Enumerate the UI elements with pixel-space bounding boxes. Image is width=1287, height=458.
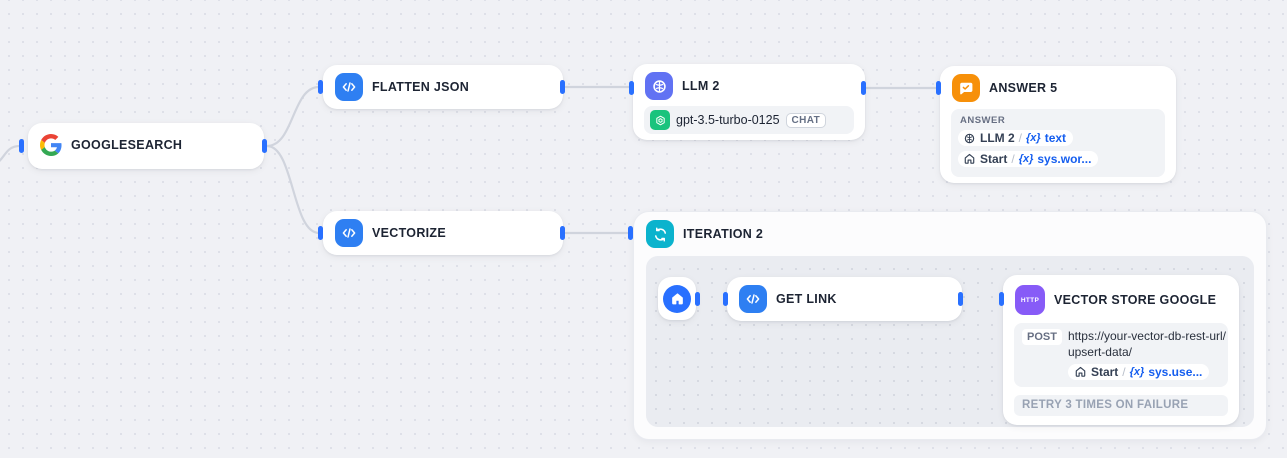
home-icon	[1074, 365, 1087, 378]
connector-handle-left[interactable]	[19, 139, 24, 153]
node-title: GET LINK	[776, 292, 837, 306]
node-title: VECTORIZE	[372, 226, 447, 240]
variable-name: text	[1044, 131, 1067, 145]
answer-variables-panel: ANSWER LLM 2 / {x} text Start	[951, 109, 1165, 177]
home-icon	[963, 152, 976, 165]
variable-chip[interactable]: LLM 2 / {x} text	[958, 130, 1074, 146]
model-name: gpt-3.5-turbo-0125	[676, 113, 780, 127]
node-title: ITERATION 2	[683, 227, 764, 241]
llm-icon	[645, 72, 673, 100]
node-googlesearch[interactable]: GOOGLESEARCH	[28, 123, 264, 169]
edge-googlesearch-flattenjson	[265, 85, 321, 148]
node-vectorize[interactable]: VECTORIZE	[323, 211, 563, 255]
google-icon	[40, 134, 62, 156]
connector-handle-right[interactable]	[560, 80, 565, 94]
connector-handle-left[interactable]	[723, 292, 728, 306]
openai-icon	[650, 110, 670, 130]
variable-chip[interactable]: Start / {x} sys.use...	[1067, 363, 1210, 380]
code-icon	[335, 73, 363, 101]
separator: /	[1018, 131, 1023, 145]
variable-source: LLM 2	[980, 131, 1015, 145]
node-title: ANSWER 5	[989, 81, 1058, 95]
node-title: GOOGLESEARCH	[71, 138, 183, 152]
http-request-panel: POST https://your-vector-db-rest-url/ups…	[1014, 323, 1228, 387]
variable-icon: {x}	[1026, 132, 1041, 144]
variable-source: Start	[980, 151, 1008, 166]
connector-handle-left[interactable]	[999, 292, 1004, 306]
http-icon: HTTP	[1015, 285, 1045, 315]
variable-name: sys.use...	[1148, 364, 1203, 379]
connector-handle-left[interactable]	[318, 226, 323, 240]
iteration-icon	[646, 220, 674, 248]
node-flatten-json[interactable]: FLATTEN JSON	[323, 65, 563, 109]
code-icon	[739, 285, 767, 313]
variable-name: sys.wor...	[1037, 151, 1092, 166]
connector-handle-right[interactable]	[695, 292, 700, 306]
separator: /	[1122, 364, 1126, 379]
answer-icon	[952, 74, 980, 102]
node-title: FLATTEN JSON	[372, 80, 470, 94]
variable-source: Start	[1090, 364, 1119, 379]
code-icon	[335, 219, 363, 247]
edge-incoming-googlesearch	[0, 144, 22, 162]
connector-handle-left[interactable]	[936, 81, 941, 95]
variable-chip[interactable]: Start / {x} sys.wor...	[958, 150, 1099, 167]
node-llm-2[interactable]: LLM 2 gpt-3.5-turbo-0125 CHAT	[633, 64, 865, 140]
separator: /	[1011, 151, 1015, 166]
home-icon	[663, 284, 691, 313]
request-url: https://your-vector-db-rest-url/upsert-d…	[1067, 329, 1226, 359]
http-method: POST	[1022, 329, 1062, 345]
node-vector-store-google[interactable]: HTTP VECTOR STORE GOOGLE POST https://yo…	[1003, 275, 1239, 425]
connector-handle-iteration-left[interactable]	[628, 226, 633, 240]
connector-handle-right[interactable]	[958, 292, 963, 306]
llm-icon	[963, 132, 976, 145]
node-answer-5[interactable]: ANSWER 5 ANSWER LLM 2 / {x} text	[940, 66, 1176, 183]
node-title: VECTOR STORE GOOGLE	[1054, 293, 1217, 307]
connector-handle-left[interactable]	[318, 80, 323, 94]
connector-handle-left[interactable]	[629, 81, 634, 95]
connector-handle-right[interactable]	[262, 139, 267, 153]
connector-handle-right[interactable]	[560, 226, 565, 240]
node-iteration-start[interactable]	[658, 277, 696, 320]
connector-handle-right[interactable]	[861, 81, 866, 95]
model-selector[interactable]: gpt-3.5-turbo-0125 CHAT	[644, 106, 854, 134]
variable-icon: {x}	[1129, 365, 1145, 378]
node-title: LLM 2	[682, 79, 720, 93]
panel-label: ANSWER	[960, 115, 1006, 126]
variable-icon: {x}	[1018, 152, 1034, 165]
retry-setting: RETRY 3 TIMES ON FAILURE	[1014, 394, 1228, 416]
model-mode-badge: CHAT	[785, 112, 827, 128]
node-get-link[interactable]: GET LINK	[727, 277, 962, 321]
edge-googlesearch-vectorize	[265, 144, 321, 235]
